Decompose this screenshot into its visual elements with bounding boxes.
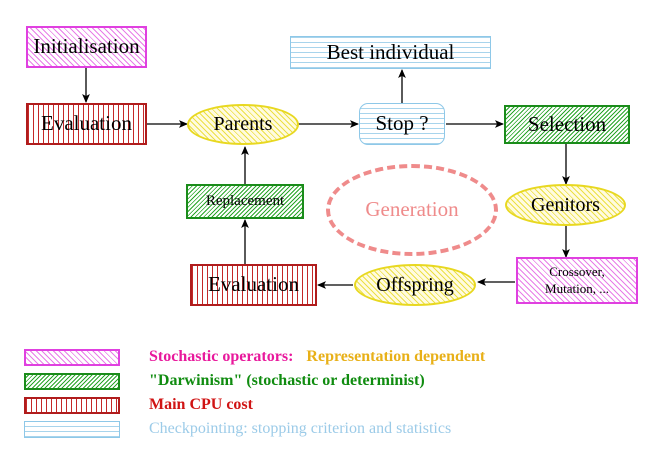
legend-label-representation-dependent: Representation dependent <box>306 348 486 365</box>
node-crossover-mutation[interactable]: Crossover, Mutation, ... <box>516 257 638 304</box>
legend-label-checkpointing: Checkpointing: stopping criterion and st… <box>149 420 452 437</box>
node-stop-label: Stop ? <box>375 111 429 136</box>
node-replacement-label: Replacement <box>205 192 285 209</box>
legend-label-main-cpu-cost: Main CPU cost <box>149 396 253 413</box>
node-generation-annotation: Generation <box>326 164 498 256</box>
legend-row-darwinism: "Darwinism" (stochastic or determinist) <box>24 372 425 390</box>
legend-label-stochastic-operators: Stochastic operators: <box>149 348 294 365</box>
node-selection[interactable]: Selection <box>504 105 630 144</box>
node-parents-label: Parents <box>213 113 273 136</box>
legend-swatch-darwinism <box>24 372 120 390</box>
node-initialisation[interactable]: Initialisation <box>26 26 147 68</box>
node-evaluation-top[interactable]: Evaluation <box>26 103 147 145</box>
node-offspring-label: Offspring <box>376 273 454 296</box>
legend-swatch-stochastic-operators <box>24 348 120 366</box>
node-parents[interactable]: Parents <box>187 104 299 145</box>
node-stop[interactable]: Stop ? <box>359 103 445 145</box>
node-evaluation-bottom-label: Evaluation <box>208 272 299 297</box>
node-genitors[interactable]: Genitors <box>505 184 626 226</box>
legend-label-darwinism: "Darwinism" (stochastic or determinist) <box>149 372 425 389</box>
node-crossover-mutation-line2: Mutation, ... <box>545 280 609 296</box>
node-best-individual-label: Best individual <box>326 39 455 64</box>
node-initialisation-label: Initialisation <box>33 34 140 59</box>
node-offspring[interactable]: Offspring <box>354 264 476 306</box>
node-selection-label: Selection <box>527 111 607 136</box>
node-generation-label: Generation <box>365 197 459 222</box>
legend-swatch-checkpointing <box>24 420 120 438</box>
node-evaluation-bottom[interactable]: Evaluation <box>190 264 317 306</box>
node-genitors-label: Genitors <box>531 193 600 216</box>
node-evaluation-top-label: Evaluation <box>41 111 132 136</box>
node-replacement[interactable]: Replacement <box>186 184 304 219</box>
legend-row-checkpointing: Checkpointing: stopping criterion and st… <box>24 420 451 438</box>
legend-row-stochastic-operators: Stochastic operators: Representation dep… <box>24 348 485 366</box>
node-best-individual[interactable]: Best individual <box>290 36 491 69</box>
legend-swatch-main-cpu-cost <box>24 396 120 414</box>
legend-row-main-cpu-cost: Main CPU cost <box>24 396 253 414</box>
node-crossover-mutation-line1: Crossover, <box>549 264 605 280</box>
